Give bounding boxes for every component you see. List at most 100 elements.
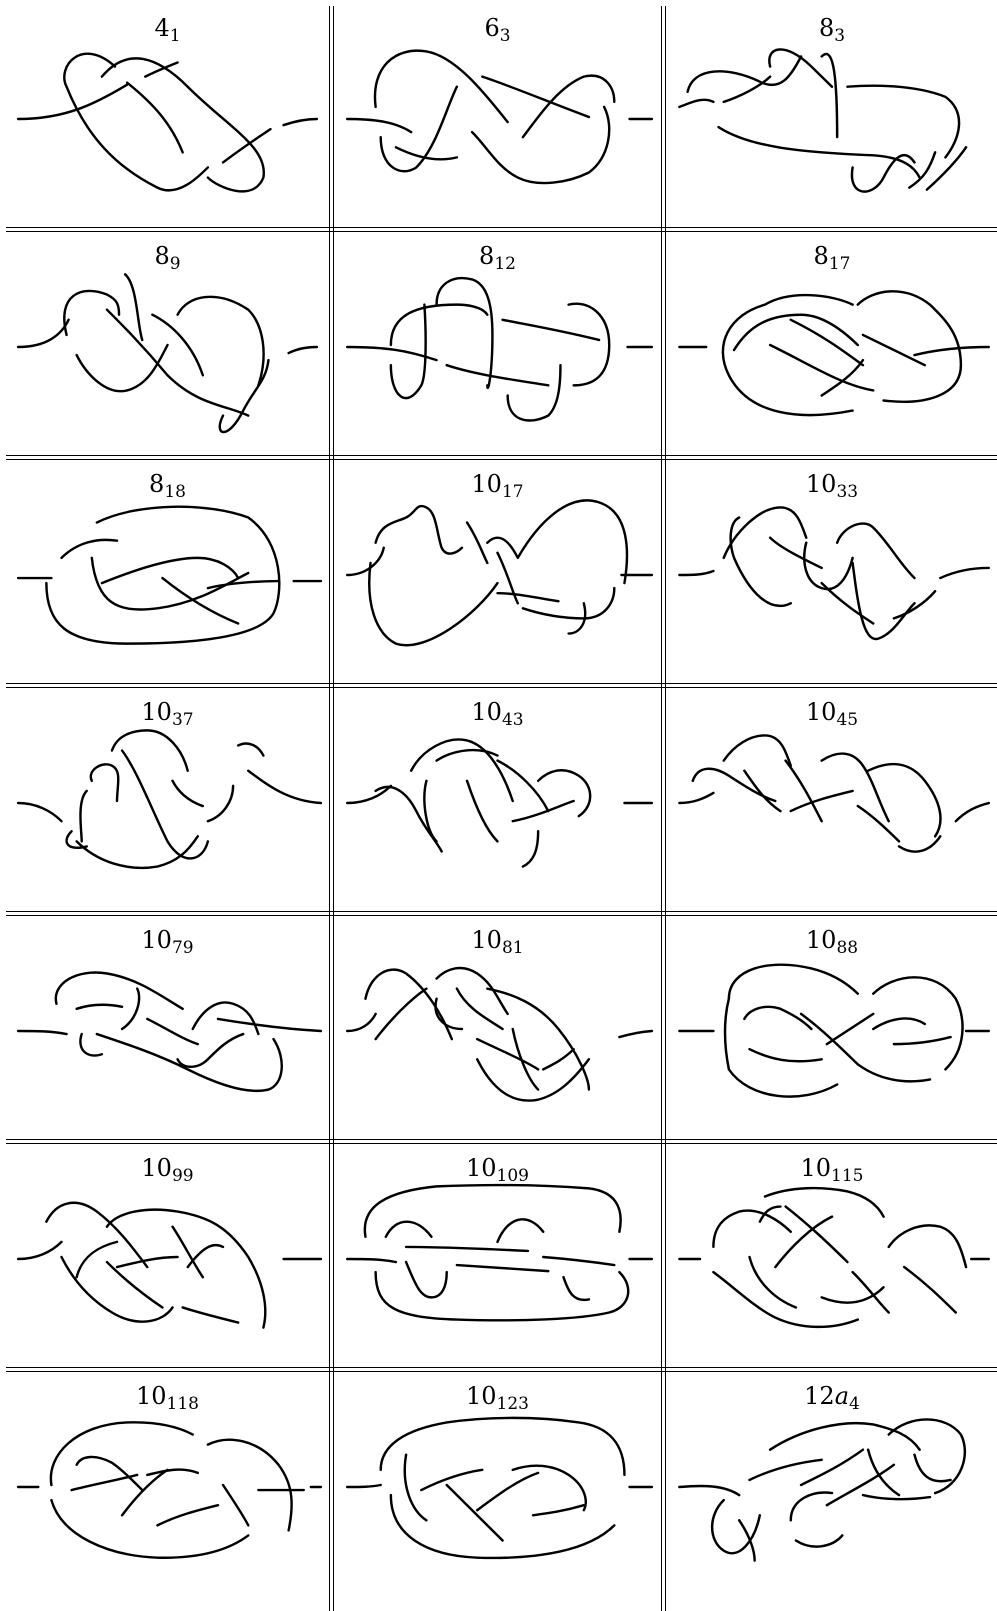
knot-strand [80,791,86,841]
knot-diagram [667,1146,997,1368]
knot-strand [513,1466,586,1511]
knot-strand [724,735,791,765]
knot-strand [347,347,436,360]
knot-strand [688,56,801,91]
knot-strand [102,558,238,583]
knot-cell-10-79: 1079 [6,918,329,1140]
knot-strand [147,1019,197,1044]
knot-strand [729,965,858,999]
knot-strand [619,1031,652,1037]
knot-strand [72,1475,138,1490]
knot-strand [375,51,508,122]
knot-strand [858,806,899,841]
knot-strand [724,507,807,557]
knot-strand [801,1014,858,1064]
knot-strand [51,1500,248,1558]
knot-strand [77,1242,117,1277]
knot-strand [713,1272,857,1327]
knot-strand [18,1031,66,1034]
knot-diagram [667,690,997,912]
knot-strand [411,739,513,801]
knot-strand [406,1247,528,1251]
knot-strand [750,1257,796,1307]
knot-strand [543,1257,614,1265]
knot-strand [679,793,713,803]
knot-strand [498,1219,544,1242]
knot-strand [822,360,863,395]
knot-strand [723,305,853,415]
knot-strand [218,1019,321,1031]
knot-strand [183,1307,239,1322]
knot-strand [523,588,614,618]
knot-strand [122,989,139,1029]
knot-strand [457,1265,548,1271]
knot-strand [487,500,627,583]
knot-strand [791,791,853,811]
knot-strand [915,1455,951,1482]
knot-strand [424,781,436,842]
knot-strand [899,836,940,851]
knot-cell-8-9: 89 [6,234,329,456]
knot-cell-10-88: 1088 [667,918,997,1140]
knot-strand [523,831,538,866]
knot-strand [391,1495,614,1558]
knot-strand [421,1470,482,1490]
knot-strand [77,1005,122,1009]
knot-cell-10-109: 10109 [335,1146,660,1368]
knot-strand [223,129,270,162]
knot-strand [564,1277,589,1300]
knot-strand [369,563,497,645]
knot-strand [822,754,889,822]
knot-strand [447,1485,503,1541]
knot-strand [796,1535,842,1546]
knot-strand [853,1272,889,1312]
knot-diagram [6,462,329,684]
knot-cell-8-3: 83 [667,6,997,228]
knot-strand [18,320,68,347]
knot-strand [107,310,248,416]
knot-cell-10-81: 1081 [335,918,660,1140]
knot-strand [847,86,959,158]
knot-strand [376,989,427,1039]
knot-strand [127,83,183,153]
knot-strand [679,100,713,107]
knot-strand [750,1049,822,1061]
knot-diagram [667,6,997,228]
knot-strand [477,1473,538,1510]
knot-strand [894,1037,951,1044]
knot-cell-6-3: 63 [335,6,660,228]
knot-strand [750,1460,822,1480]
knot-strand [734,315,858,350]
knot-diagram [335,462,660,684]
knot-diagram [6,918,329,1140]
knot-strand [405,1455,427,1521]
knot-strand [533,1505,584,1515]
knot-diagram [667,462,997,684]
knot-strand [193,1002,259,1034]
knot-strand [238,744,263,756]
knot-strand [97,1034,282,1091]
knot-strand [102,58,264,191]
knot-strand [223,1485,248,1525]
knot-strand [347,548,384,575]
knot-strand [107,1210,265,1328]
knot-cell-10-17: 1017 [335,462,660,684]
knot-strand [744,771,780,811]
knot-strand [513,1029,538,1090]
knot-strand [739,1520,754,1560]
knot-strand [178,297,264,386]
knot-strand [770,538,822,568]
knot-strand [77,836,198,868]
knot-strand [208,1440,292,1531]
knot-strand [18,1242,61,1259]
knot-strand [347,1259,396,1262]
knot-strand [498,553,518,603]
knot-strand [801,1450,863,1485]
knot-diagram [335,234,660,456]
knot-strand [386,1222,432,1237]
knot-cell-10-99: 1099 [6,1146,329,1368]
knot-strand [77,345,168,391]
knot-strand [248,771,321,803]
knot-strand [915,347,989,355]
